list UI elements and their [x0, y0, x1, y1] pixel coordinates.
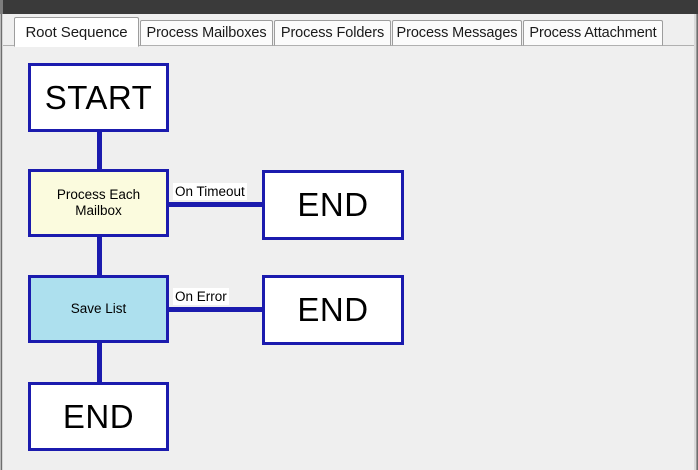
window-title-strip [0, 0, 698, 15]
connector-savelist-to-end-error [166, 307, 266, 312]
tab-process-folders[interactable]: Process Folders [274, 20, 391, 46]
tab-process-mailboxes[interactable]: Process Mailboxes [140, 20, 273, 46]
edge-label-on-error: On Error [173, 288, 229, 305]
connector-savelist-to-end [97, 340, 102, 384]
node-save-list[interactable]: Save List [28, 275, 169, 343]
tab-process-attachment[interactable]: Process Attachment [523, 20, 663, 46]
node-label: Save List [70, 301, 127, 316]
node-end-final[interactable]: END [28, 382, 169, 451]
tab-label: Process Messages [396, 25, 518, 41]
tab-label: Process Attachment [529, 25, 657, 41]
connector-process-to-end-timeout [166, 202, 266, 207]
node-label-line2: Mailbox [75, 203, 122, 218]
node-start[interactable]: START [28, 63, 169, 132]
edge-label-on-timeout: On Timeout [173, 183, 247, 200]
connector-start-to-process [97, 129, 102, 173]
tab-label: Process Mailboxes [146, 25, 267, 41]
node-label: END [297, 186, 369, 223]
node-label: START [44, 78, 153, 116]
tab-process-messages[interactable]: Process Messages [392, 20, 522, 46]
window-edge-highlight [0, 0, 3, 14]
node-end-timeout[interactable]: END [262, 170, 404, 240]
tab-label: Root Sequence [25, 23, 128, 41]
tab-root-sequence[interactable]: Root Sequence [14, 17, 139, 47]
node-process-each-mailbox[interactable]: Process Each Mailbox [28, 169, 169, 237]
node-label: END [62, 397, 135, 435]
tab-bar: Root Sequence Process Mailboxes Process … [3, 14, 694, 47]
node-label: END [297, 291, 369, 328]
node-end-error[interactable]: END [262, 275, 404, 345]
window-border-right [694, 14, 698, 470]
node-label-line1: Process Each [56, 187, 141, 202]
flowchart-canvas[interactable]: START Process Each Mailbox On Timeout EN… [3, 46, 694, 470]
window-border-left [0, 14, 3, 470]
connector-process-to-savelist [97, 234, 102, 278]
tab-label: Process Folders [280, 25, 385, 41]
